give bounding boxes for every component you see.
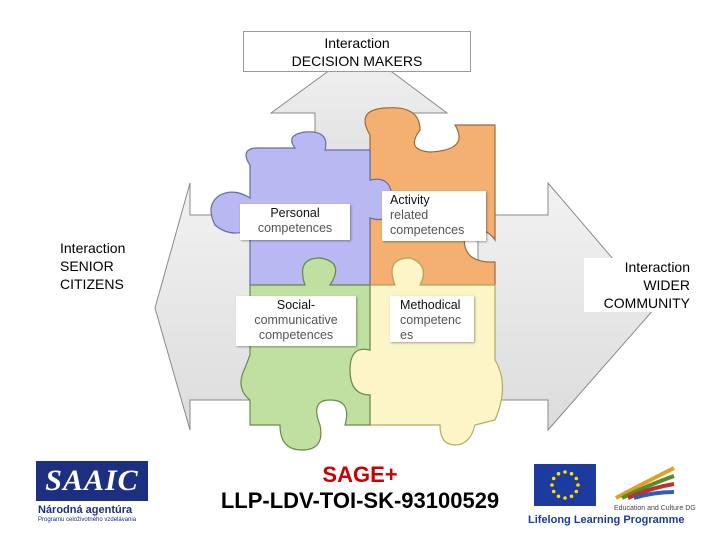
wider-community-line2: WIDER: [643, 277, 690, 293]
eu-star: [574, 489, 579, 494]
decision-makers-box: Interaction DECISION MAKERS: [243, 31, 471, 72]
eu-star: [556, 471, 561, 476]
saaic-line2: Programu celoživotného vzdelávania: [38, 517, 137, 523]
wider-community-line1: Interaction: [624, 259, 690, 275]
education-culture-emblem-icon: [615, 466, 675, 500]
saaic-logo: SAAIC Národná agentúra Programu celoživo…: [36, 461, 150, 525]
social-line1: Social-: [276, 298, 316, 312]
saaic-line1: Národná agentúra: [38, 504, 133, 516]
eu-star: [551, 489, 556, 494]
senior-citizens-line1: Interaction: [60, 240, 126, 256]
puzzle-piece-methodical: [349, 257, 504, 446]
methodical-line2: competenc: [400, 313, 462, 327]
project-title-line2: LLP-LDV-TOI-SK-93100529: [220, 488, 500, 513]
puzzle-piece-social: [240, 257, 371, 451]
personal-competences-label: Personal competences: [240, 204, 350, 240]
llp-logo: Education and Culture DG Lifelong Learni…: [526, 462, 696, 528]
eu-star: [563, 470, 567, 474]
personal-line2: competences: [257, 221, 333, 235]
project-title-line1: SAGE+: [322, 462, 398, 487]
social-line3: competences: [258, 328, 334, 342]
eu-flag-icon: [534, 464, 596, 506]
social-line2: communicative: [254, 313, 338, 327]
eu-star: [563, 496, 567, 500]
decision-makers-line1: Interaction: [324, 34, 390, 51]
personal-line1: Personal: [270, 206, 320, 220]
project-title: SAGE+ LLP-LDV-TOI-SK-93100529: [200, 462, 520, 514]
senior-citizens-line2: SENIOR: [60, 258, 114, 274]
eu-star: [551, 476, 556, 481]
social-competences-label: Social- communicative competences: [236, 296, 356, 346]
activity-line1: Activity: [390, 193, 430, 207]
eu-star: [576, 483, 580, 487]
methodical-line1: Methodical: [400, 298, 461, 312]
methodical-competences-label: Methodical competenc es: [390, 296, 474, 342]
saaic-brand: SAAIC: [36, 461, 148, 501]
eu-star: [556, 494, 561, 499]
wider-community-line3: COMMUNITY: [603, 295, 690, 311]
llp-programme: Lifelong Learning Programme: [528, 514, 685, 526]
wider-community-label: Interaction WIDER COMMUNITY: [584, 258, 690, 312]
senior-citizens-label: Interaction SENIOR CITIZENS: [60, 239, 152, 293]
methodical-line3: es: [400, 328, 414, 342]
decision-makers-line2: DECISION MAKERS: [291, 52, 423, 69]
llp-edu-culture: Education and Culture DG: [614, 505, 696, 512]
eu-star: [569, 494, 574, 499]
eu-star: [550, 483, 554, 487]
activity-line3: competences: [390, 223, 465, 237]
activity-competences-label: Activity related competences: [382, 191, 486, 241]
activity-line2: related: [390, 208, 429, 222]
eu-star: [569, 471, 574, 476]
eu-star: [574, 476, 579, 481]
senior-citizens-line3: CITIZENS: [60, 276, 124, 292]
